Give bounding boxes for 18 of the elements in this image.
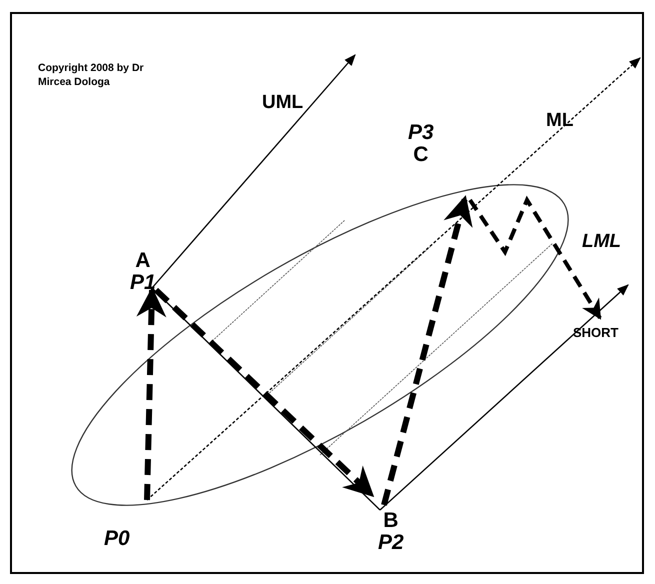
- dashed-arrow: [136, 287, 166, 500]
- point-label: SHORT: [573, 326, 618, 340]
- arrow: [152, 54, 356, 288]
- dashed-arrow: [468, 196, 602, 320]
- point-label: P1: [130, 272, 156, 294]
- point-label: A: [135, 250, 150, 272]
- point-label: B: [383, 510, 398, 532]
- edge-label: ML: [546, 110, 574, 132]
- point-label: P0: [104, 528, 130, 550]
- dashed-arrow: [146, 57, 641, 500]
- dashed-arrow: [381, 195, 473, 506]
- copyright-note: Copyright 2008 by Dr Mircea Dologa: [38, 62, 145, 90]
- arrow: [380, 284, 629, 510]
- point-label: P2: [378, 532, 404, 554]
- point-label: P3: [408, 122, 434, 144]
- edge-label: LML: [582, 231, 622, 253]
- edge-label: UML: [262, 92, 304, 114]
- point-label: C: [413, 144, 428, 166]
